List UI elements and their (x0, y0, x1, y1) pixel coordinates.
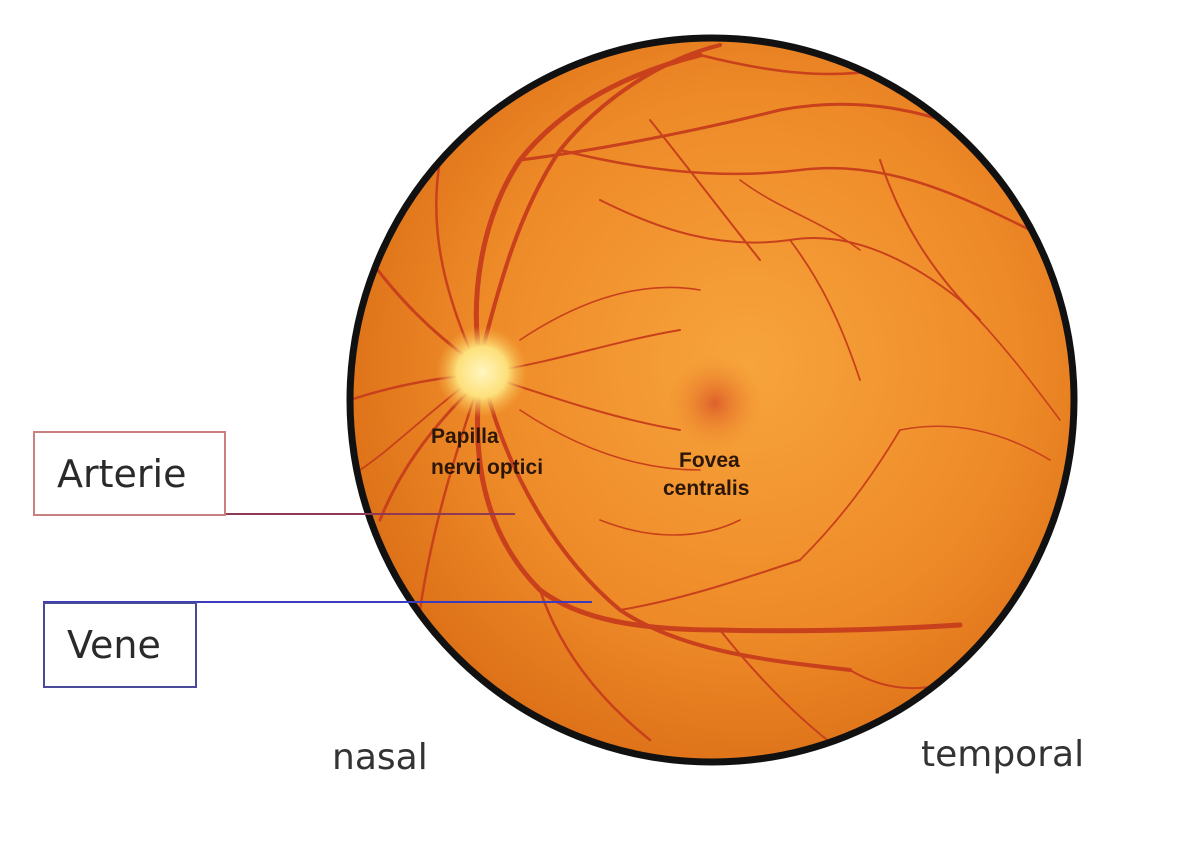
vessel-branch (558, 148, 1032, 232)
arterie-callout-box: Arterie (33, 431, 226, 516)
vessel-branch (519, 286, 701, 341)
vessel-branch (789, 239, 861, 381)
vessel-branch (435, 158, 472, 352)
vessel-branch (619, 559, 801, 611)
vessel-branch (538, 588, 652, 742)
vessel-branch (418, 393, 477, 612)
vessel-branch (719, 629, 841, 751)
blood-vessels (350, 43, 1061, 751)
optic-disc (436, 326, 528, 418)
fovea-label-line1: Fovea (679, 449, 740, 472)
fundus-rim (346, 34, 1078, 766)
vessel-branch (475, 377, 963, 634)
papilla-label-line1: Papilla (431, 425, 499, 448)
vessel-branch (519, 409, 701, 471)
vessel-branch (899, 425, 1051, 461)
temporal-label: temporal (921, 734, 1085, 775)
arterie-label: Arterie (57, 451, 187, 496)
fovea-spot (667, 355, 763, 451)
vessel-branch (649, 119, 761, 261)
vessel-branch (959, 299, 1061, 421)
vessel-branch (599, 519, 741, 536)
vessel-branch (799, 429, 901, 561)
nasal-label: nasal (332, 737, 428, 778)
vene-callout-box: Vene (43, 602, 197, 688)
fovea-label-line2: centralis (663, 477, 749, 500)
papilla-label-line2: nervi optici (431, 456, 543, 479)
vene-label: Vene (67, 623, 161, 667)
vessel-branch (739, 179, 861, 251)
